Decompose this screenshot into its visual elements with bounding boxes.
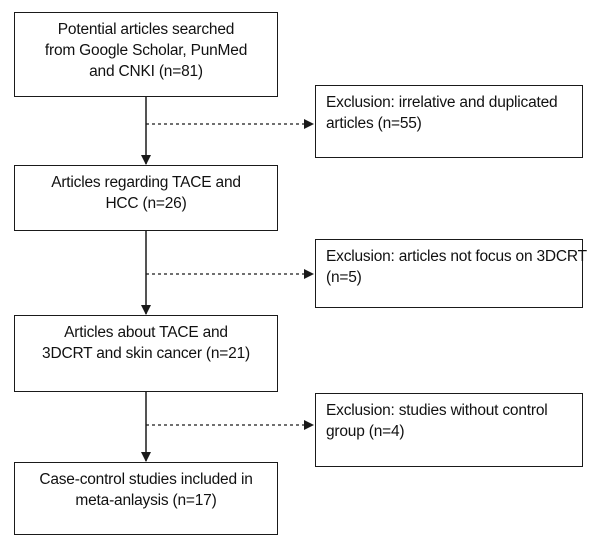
- step-included-line-1: Case-control studies included in: [39, 471, 253, 488]
- exclusion-1-line-1: Exclusion: irrelative and duplicated: [326, 94, 558, 111]
- exclusion-box-2: Exclusion: articles not focus on 3DCRT (…: [315, 239, 587, 308]
- step-identified-line-1: Potential articles searched: [57, 21, 235, 38]
- step-included-line-2: meta-anlaysis (n=17): [75, 492, 217, 509]
- step-identified-line-2: from Google Scholar, PunMed: [44, 42, 248, 59]
- exclusion-2-line-2: (n=5): [326, 269, 362, 286]
- step-box-identified: Potential articles searched from Google …: [14, 12, 278, 97]
- exclusion-box-1: Exclusion: irrelative and duplicated art…: [315, 85, 583, 158]
- exclusion-1-line-2: articles (n=55): [326, 115, 422, 132]
- step-screened-line-1: Articles regarding TACE and: [51, 174, 241, 191]
- step-box-eligible: Articles about TACE and 3DCRT and skin c…: [14, 315, 278, 392]
- step-box-included: Case-control studies included in meta-an…: [14, 462, 278, 535]
- step-identified-line-3: and CNKI (n=81): [89, 63, 203, 80]
- exclusion-3-line-1: Exclusion: studies without control: [326, 402, 548, 419]
- exclusion-2-line-1: Exclusion: articles not focus on 3DCRT: [326, 248, 587, 265]
- step-screened-line-2: HCC (n=26): [105, 195, 187, 212]
- exclusion-3-line-2: group (n=4): [326, 423, 405, 440]
- exclusion-box-3: Exclusion: studies without control group…: [315, 393, 583, 467]
- step-box-screened: Articles regarding TACE and HCC (n=26): [14, 165, 278, 231]
- step-eligible-line-1: Articles about TACE and: [64, 324, 228, 341]
- step-eligible-line-2: 3DCRT and skin cancer (n=21): [42, 345, 250, 362]
